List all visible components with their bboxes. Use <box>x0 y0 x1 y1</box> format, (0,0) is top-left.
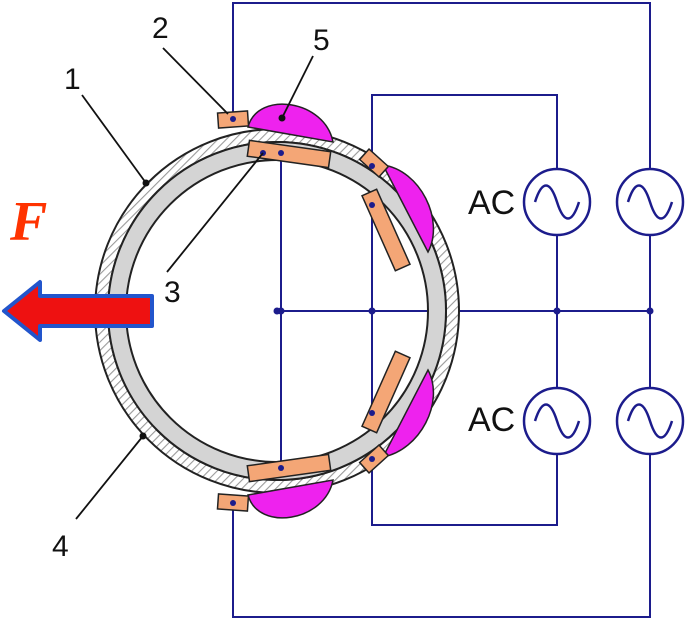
label-part-3: 3 <box>164 276 181 309</box>
inner-electrode-top <box>246 139 332 169</box>
leader-lines <box>75 47 314 520</box>
inner-wire-top <box>371 94 558 205</box>
outer-wire-top <box>232 2 651 168</box>
bulges <box>247 103 435 519</box>
label-part-2: 2 <box>152 12 169 45</box>
label-part-1: 1 <box>64 63 81 96</box>
ac-label-lower: AC <box>468 401 515 439</box>
label-part-4: 4 <box>52 530 69 563</box>
outer-electrode-right-upper <box>358 148 390 178</box>
force-label: F <box>9 191 47 253</box>
bulge-top <box>247 103 334 143</box>
inner-grey-ring <box>106 141 448 481</box>
bulge-bottom <box>247 479 334 519</box>
label-part-5: 5 <box>313 24 330 57</box>
ac-source-lower-left <box>522 386 592 456</box>
junction-dots <box>139 116 654 506</box>
inner-electrode-right-upper <box>361 188 411 272</box>
ac-source-upper-left <box>522 167 592 237</box>
inner-electrode-bottom <box>246 453 332 483</box>
ac-source-upper-right <box>615 167 685 237</box>
inner-wire-bottom <box>371 455 558 526</box>
outer-wire-bottom <box>232 455 651 618</box>
bulge-right-upper <box>381 164 435 254</box>
ac-label-upper: AC <box>468 184 515 222</box>
ac-source-lower-right <box>615 386 685 456</box>
left-arrow-icon <box>2 280 154 342</box>
